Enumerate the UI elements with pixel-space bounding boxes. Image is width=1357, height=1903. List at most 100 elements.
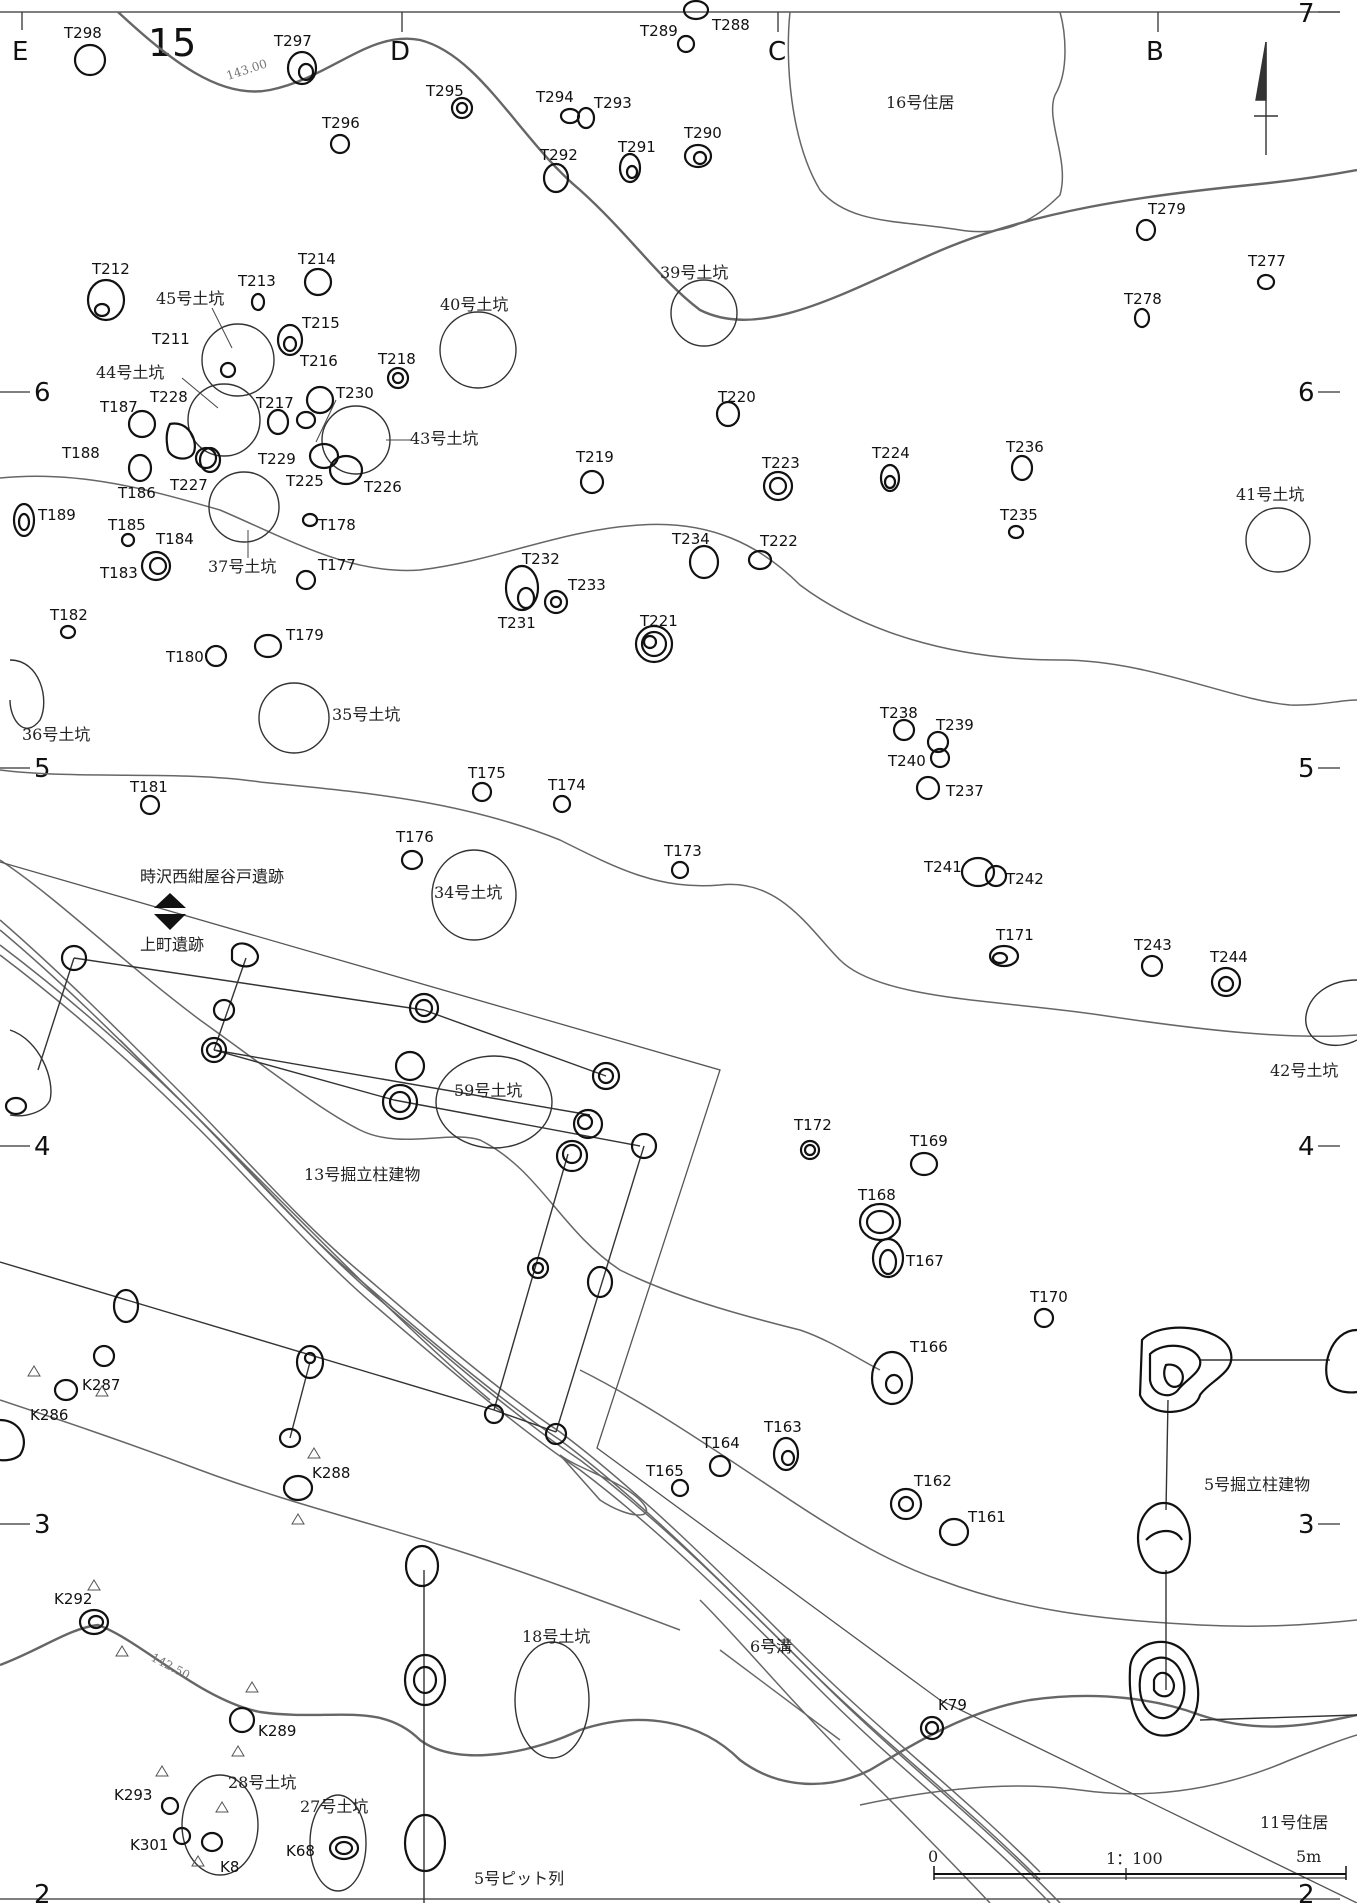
label-T167: T167 [905,1252,944,1270]
label-pit-39: 39号土坑 [660,263,728,282]
feature-labels: 16号住居 11号住居 39号土坑 40号土坑 45号土坑 44号土坑 43号土… [22,93,1338,1888]
label-T211: T211 [151,330,190,348]
label-T185: T185 [107,516,146,534]
label-building-13: 13号掘立柱建物 [304,1165,420,1184]
label-T213: T213 [237,272,276,290]
label-T174: T174 [547,776,586,794]
contour-label-142-50: 142.50 [149,1650,193,1682]
label-T228: T228 [149,388,188,406]
label-pit-45: 45号土坑 [156,289,224,308]
grid-row-3-left: 3 [34,1510,51,1540]
label-K288: K288 [312,1464,350,1482]
site-boundary-frame [0,861,1357,1903]
label-T219: T219 [575,448,614,466]
posthole-labels: T298 T297 T289 T288 T295 T294 T293 T296 … [37,16,1286,1714]
ditch-inner-line [719,1649,841,1741]
label-T225: T225 [285,472,324,490]
label-K293: K293 [114,1786,152,1804]
pit-39 [670,279,738,347]
site-name-north: 時沢西紺屋谷戸遺跡 [140,867,284,886]
label-T242: T242 [1005,870,1044,888]
grid-row-5-right: 5 [1298,754,1315,784]
label-T220: T220 [717,388,756,406]
label-T297: T297 [273,32,312,50]
grid-row-7: 7 [1298,0,1315,29]
label-T291: T291 [617,138,656,156]
label-T227: T227 [169,476,208,494]
label-T238: T238 [879,704,918,722]
grid-row-2-left: 2 [34,1880,51,1903]
label-T188: T188 [61,444,100,462]
label-T234: T234 [671,530,710,548]
grid-col-E: E [12,37,28,67]
label-T239: T239 [935,716,974,734]
label-T241: T241 [923,858,962,876]
label-T214: T214 [297,250,336,268]
label-T184: T184 [155,530,194,548]
grid-col-D: D [390,37,410,67]
label-T189: T189 [37,506,76,524]
pit-40 [439,311,517,389]
label-pit-40: 40号土坑 [440,295,508,314]
label-pit-44: 44号土坑 [96,363,164,382]
label-T240: T240 [887,752,926,770]
label-K68: K68 [286,1842,315,1860]
section-markers [27,1365,321,1867]
pit-34 [431,849,517,941]
pit-18 [514,1641,590,1759]
label-T229: T229 [257,450,296,468]
label-T216: T216 [299,352,338,370]
scale-ratio: 1：100 [1106,1849,1163,1868]
label-T235: T235 [999,506,1038,524]
label-T223: T223 [761,454,800,472]
label-T165: T165 [645,1462,684,1480]
leader-lines [181,307,412,558]
label-T233: T233 [567,576,606,594]
grid-row-6-left: 6 [34,378,51,408]
label-T222: T222 [759,532,798,550]
label-pit-28: 28号土坑 [228,1773,296,1792]
label-T180: T180 [165,648,204,666]
label-pit-row-5: 5号ピット列 [474,1869,564,1888]
label-T295: T295 [425,82,464,100]
ditch-6-lines [0,919,1061,1903]
label-T182: T182 [49,606,88,624]
label-K286: K286 [30,1406,68,1424]
label-T178: T178 [317,516,356,534]
label-T172: T172 [793,1116,832,1134]
label-T292: T292 [539,146,578,164]
label-T164: T164 [701,1434,740,1452]
label-dwelling-11: 11号住居 [1260,1813,1328,1832]
grid-row-6-right: 6 [1298,378,1315,408]
label-T230: T230 [335,384,374,402]
label-pit-27: 27号土坑 [300,1797,368,1816]
pit-41 [1245,507,1311,573]
scale-bar: 0 1：100 5m [928,1847,1347,1880]
label-T277: T277 [1247,252,1286,270]
label-T224: T224 [871,444,910,462]
label-T298: T298 [63,24,102,42]
label-T162: T162 [913,1472,952,1490]
label-T289: T289 [639,22,678,40]
postholes [12,0,1276,1861]
label-T293: T293 [593,94,632,112]
label-T176: T176 [395,828,434,846]
label-pit-37: 37号土坑 [208,557,276,576]
label-T215: T215 [301,314,340,332]
building-13-posts [0,942,658,1462]
ditch-inner-shape [559,1454,648,1516]
label-K301: K301 [130,1836,168,1854]
label-T212: T212 [91,260,130,278]
north-arrow-icon [1254,41,1278,155]
grid-row-2-right: 2 [1298,1880,1315,1903]
label-pit-42: 42号土坑 [1270,1061,1338,1080]
contour-143 [117,11,1357,321]
label-T163: T163 [763,1418,802,1436]
label-ditch-6: 6号溝 [750,1637,792,1656]
label-T217: T217 [255,394,294,412]
label-T278: T278 [1123,290,1162,308]
label-T226: T226 [363,478,402,496]
label-T179: T179 [285,626,324,644]
